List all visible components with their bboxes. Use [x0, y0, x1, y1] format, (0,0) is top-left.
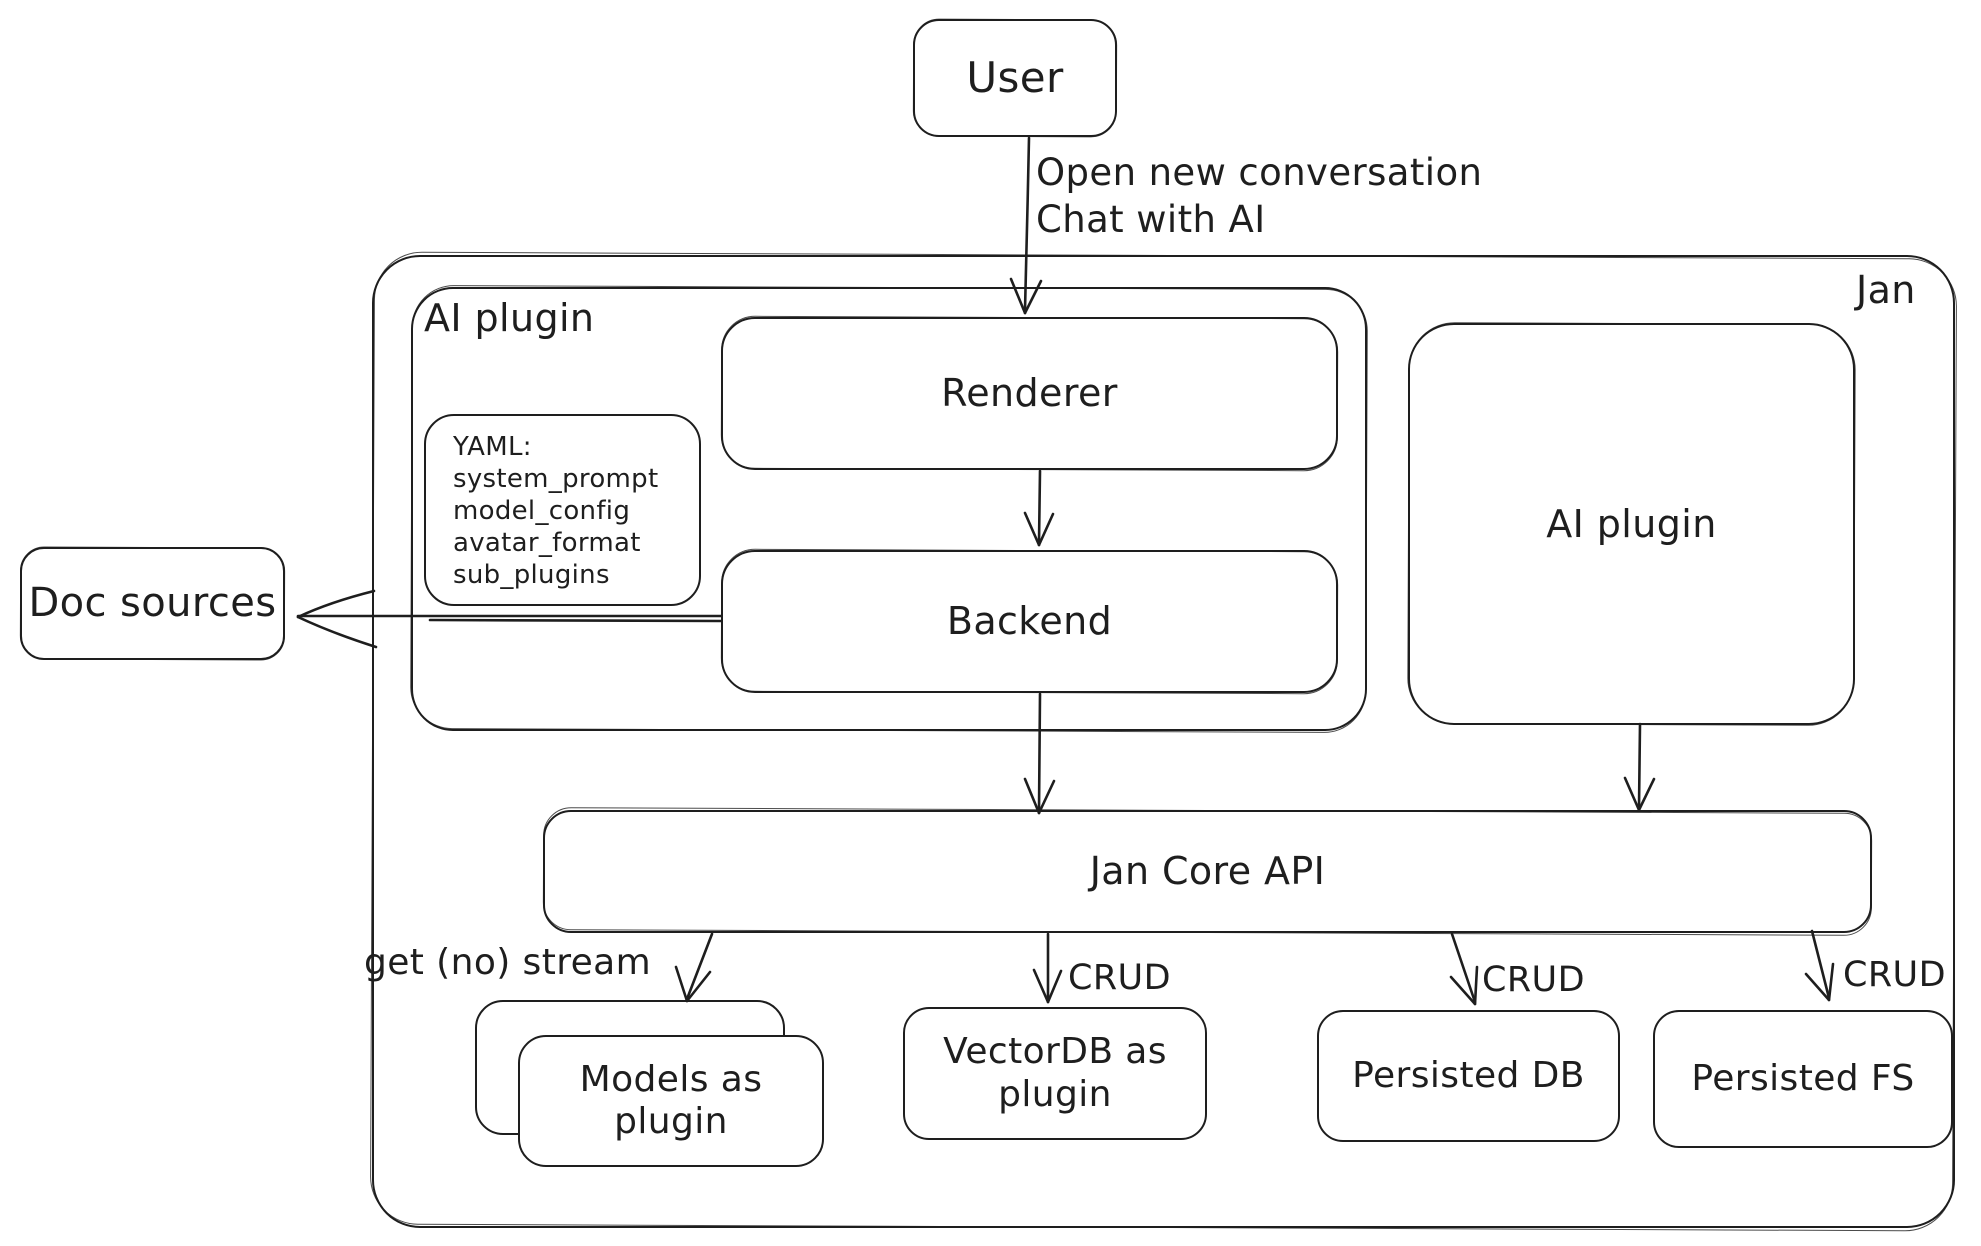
edge-label-crud-persisted-db: CRUD — [1482, 960, 1585, 1000]
yaml-note-text: YAML: system_prompt model_config avatar_… — [453, 431, 691, 591]
node-jan-container — [372, 255, 1955, 1228]
models-as-plugin-label: Models as plugin — [579, 1058, 763, 1142]
yaml-line: avatar_format — [453, 528, 641, 558]
node-ai-plugin-group — [411, 287, 1367, 731]
edge-label-get-no-stream: get (no) stream — [364, 942, 652, 983]
persisted-db-label: Persisted DB — [1352, 1054, 1585, 1096]
ai-plugin-group-label: AI plugin — [424, 296, 595, 340]
node-user: User — [913, 19, 1117, 137]
node-renderer: Renderer — [721, 317, 1338, 470]
backend-label: Backend — [946, 599, 1113, 644]
node-models-as-plugin: Models as plugin — [518, 1035, 824, 1167]
node-jan-core-api: Jan Core API — [543, 810, 1872, 933]
node-yaml-note: YAML: system_prompt model_config avatar_… — [424, 414, 701, 606]
yaml-line: YAML: — [453, 432, 532, 462]
yaml-line: sub_plugins — [453, 560, 610, 590]
node-persisted-db: Persisted DB — [1317, 1010, 1620, 1142]
edge-label-crud-vectordb: CRUD — [1068, 958, 1171, 998]
node-vectordb-as-plugin: VectorDB as plugin — [903, 1007, 1207, 1140]
node-ai-plugin: AI plugin — [1408, 323, 1855, 725]
doc-sources-label: Doc sources — [28, 579, 277, 626]
jan-container-label: Jan — [1856, 268, 1916, 312]
vectordb-as-plugin-label: VectorDB as plugin — [943, 1031, 1167, 1115]
edge-label-crud-persisted-fs: CRUD — [1843, 955, 1946, 995]
node-doc-sources: Doc sources — [20, 547, 285, 660]
yaml-line: model_config — [453, 496, 631, 526]
node-persisted-fs: Persisted FS — [1653, 1010, 1953, 1148]
yaml-line: system_prompt — [453, 464, 659, 494]
jan-core-api-label: Jan Core API — [1089, 849, 1326, 894]
persisted-fs-label: Persisted FS — [1691, 1057, 1915, 1099]
user-label: User — [966, 53, 1064, 103]
renderer-label: Renderer — [941, 371, 1118, 416]
edge-label-user-to-renderer: Open new conversation Chat with AI — [1036, 151, 1483, 241]
node-backend: Backend — [721, 550, 1338, 693]
ai-plugin-label: AI plugin — [1546, 501, 1717, 546]
